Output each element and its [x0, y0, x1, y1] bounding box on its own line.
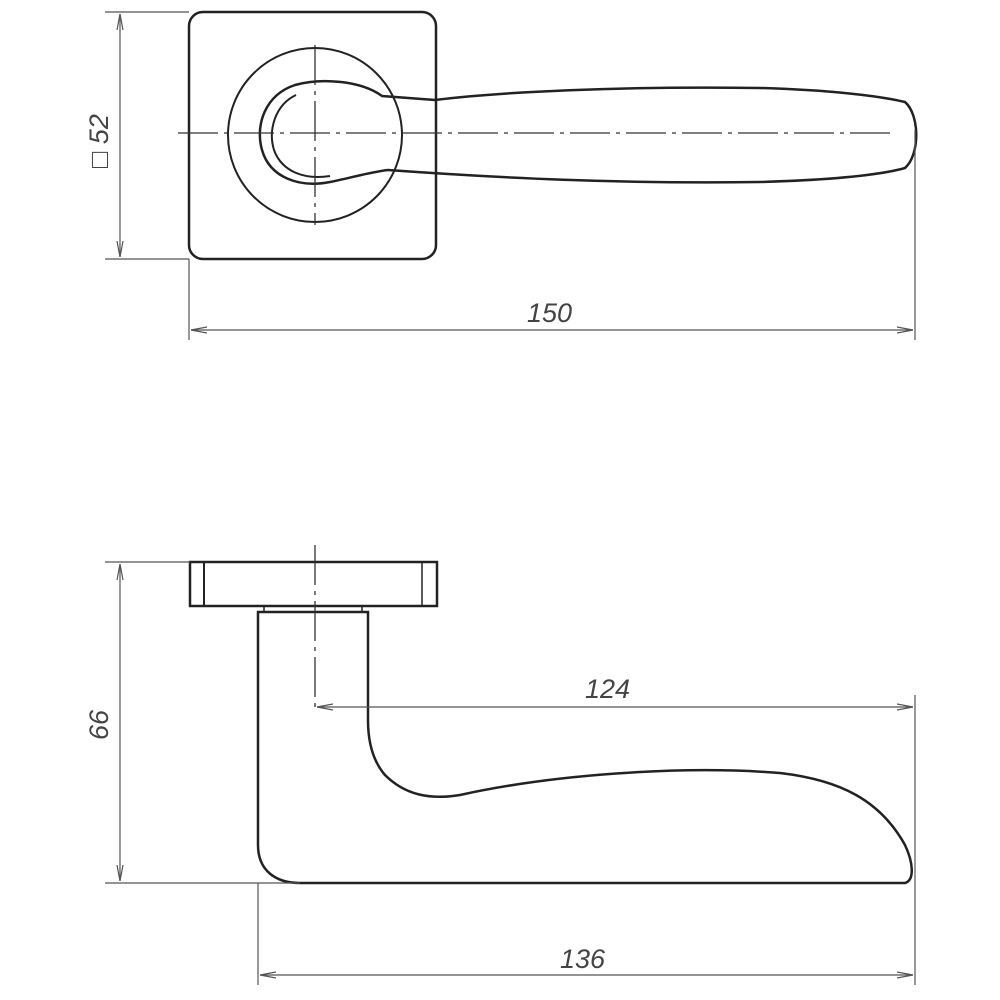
side-view: [188, 560, 913, 885]
dimension-reach-124: 124: [585, 674, 630, 704]
lever-handle-side: [256, 610, 913, 885]
dimension-length-136: 136: [560, 944, 606, 974]
dimension-height-66: 66: [84, 709, 114, 740]
dimension-length-150: 150: [527, 298, 572, 328]
side-dimensions: [105, 561, 916, 985]
top-dimensions: [105, 11, 916, 340]
rosette-side: [188, 560, 439, 608]
lever-handle-top: [258, 79, 918, 185]
dimension-width-52: □ 52: [84, 114, 114, 168]
square-rosette: [187, 10, 438, 261]
top-centerlines: [178, 45, 893, 225]
top-view: [187, 10, 918, 261]
